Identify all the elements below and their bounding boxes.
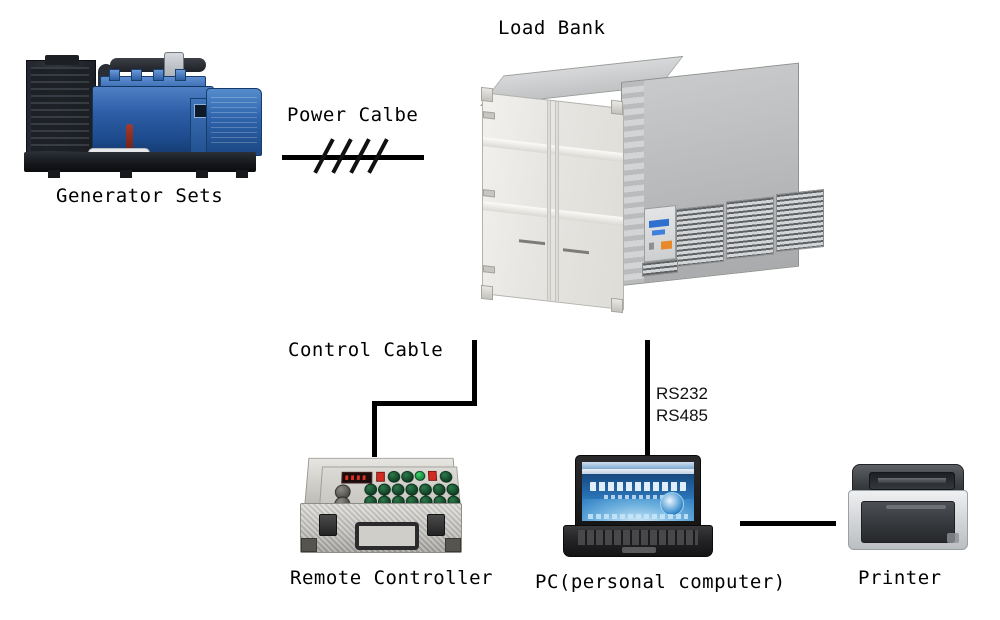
remote-controller-display [341,471,373,484]
control-cable-segment-horizontal [372,401,477,406]
load-bank-image [478,55,824,314]
generator-set-image [14,52,264,180]
generator-valve-cover [153,69,164,81]
load-bank-panel-switch [649,242,654,250]
laptop-trackpad[interactable] [622,547,656,553]
generator-radiator-cap [45,55,79,65]
printer-body [848,490,968,550]
printer-front-panel [861,501,955,543]
remote-controller-green-indicator [414,470,426,481]
generator-skid-base [24,152,256,178]
laptop-app-logo [660,492,684,516]
serial-protocol-label-rs485: RS485 [656,406,708,425]
laptop-app-heading-text [590,482,686,491]
printer-paper-tray-lip [886,505,946,509]
laptop-app-status-text [588,514,688,519]
load-bank-door-seam [547,100,551,301]
printer-output-tray [869,472,955,490]
load-bank-door-hinge [483,265,495,274]
generator-skid-foot [236,170,248,178]
load-bank-door-hinge [483,189,495,198]
remote-controller-image [296,447,464,557]
generator-sets-label: Generator Sets [56,185,224,207]
laptop-lid [575,455,701,529]
remote-controller-handle[interactable] [355,522,419,550]
laptop-app-subheading-text [604,495,664,500]
remote-controller-red-indicator [427,470,438,481]
remote-controller-button[interactable] [432,483,446,496]
load-bank-vent-louver [726,196,774,260]
load-bank-corner-casting [611,297,623,314]
load-bank-front-doors [481,86,624,314]
load-bank-side-panel [621,62,824,286]
load-bank-panel-sticker [661,240,672,250]
serial-link-wire [645,340,650,462]
laptop-app-menubar [582,469,694,474]
load-bank-corner-casting [481,86,493,103]
generator-skid-foot [48,170,60,178]
remote-controller-button[interactable] [387,470,401,483]
remote-controller-button[interactable] [378,483,391,496]
remote-controller-button[interactable] [405,483,419,496]
remote-controller-latch[interactable] [319,514,337,536]
load-bank-vent-louver [676,203,724,268]
remote-controller-label: Remote Controller [290,567,493,589]
laptop-keyboard[interactable] [578,530,698,545]
load-bank-vent-louver [776,188,824,253]
load-bank-door-hinge [483,111,495,120]
remote-controller-button[interactable] [401,470,414,483]
remote-controller-button[interactable] [446,483,460,496]
control-cable-label: Control Cable [288,339,444,361]
load-bank-title-label: Load Bank [498,17,606,39]
load-bank-corner-casting [611,99,623,116]
load-bank-door-handle[interactable] [519,239,545,246]
load-bank-door-handle[interactable] [563,248,589,255]
load-bank-door-band [483,137,623,163]
printer-link-wire [740,521,836,526]
load-bank-control-panel [644,205,676,263]
pc-label: PC(personal computer) [535,571,786,593]
control-cable-segment-vertical-lower [372,401,377,457]
remote-controller-case [300,503,462,553]
remote-controller-corner [445,538,461,552]
remote-controller-latch[interactable] [427,514,445,536]
remote-controller-lid [304,457,462,512]
load-bank-panel-display [649,218,669,228]
power-cable-label: Power Calbe [287,104,419,126]
laptop-base [563,525,713,557]
remote-controller-button[interactable] [364,483,378,496]
generator-valve-cover [131,69,142,81]
laptop-app-titlebar [582,462,694,469]
generator-alternator [206,88,262,156]
remote-controller-corner [301,538,317,552]
generator-valve-cover [109,69,120,81]
generator-skid-foot [120,170,132,178]
load-bank-corrugation [622,80,644,285]
generator-coolant-hose [126,124,133,150]
remote-controller-button[interactable] [418,483,433,496]
serial-protocol-label-rs232: RS232 [656,384,708,403]
remote-controller-button[interactable] [391,483,405,496]
generator-alternator-ribs [211,97,257,147]
printer-brand-logo [947,533,959,543]
generator-skid-foot [196,170,208,178]
remote-controller-button[interactable] [439,470,453,483]
remote-controller-red-indicator [376,471,385,482]
load-bank-door-band [483,201,623,227]
printer-label: Printer [858,567,942,589]
load-bank-door-seam [555,101,559,302]
load-bank-corner-casting [481,284,493,301]
load-bank-panel-badge [652,229,665,236]
laptop-screen [582,462,694,521]
load-bank-lower-intake [642,258,678,277]
printer-image [846,462,968,554]
generator-valve-cover [175,69,186,81]
power-cable-line [282,155,424,160]
pc-laptop-image [561,455,713,560]
control-cable-segment-vertical-upper [472,340,477,405]
generator-radiator [26,55,96,158]
